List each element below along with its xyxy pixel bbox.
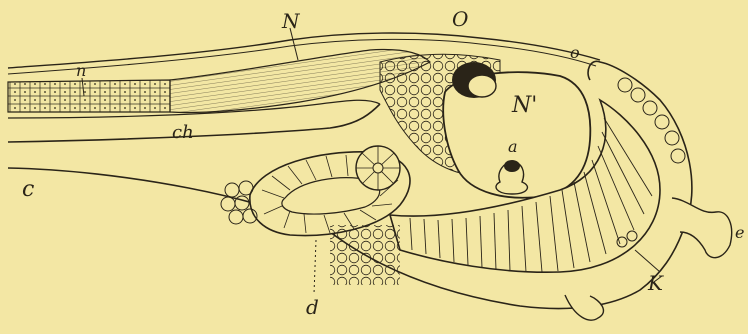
label-o: o	[570, 43, 580, 62]
neural-tube-band	[8, 80, 170, 112]
label-e: e	[735, 223, 744, 242]
label-a: a	[508, 137, 518, 156]
label-K: K	[647, 271, 664, 295]
label-O: O	[452, 7, 468, 31]
tail-lobe-outline	[672, 198, 732, 258]
label-c: c	[22, 177, 34, 202]
label-d: d	[306, 295, 319, 319]
label-n: n	[76, 61, 86, 80]
label-ch: ch	[172, 122, 194, 143]
label-N: N	[281, 9, 301, 33]
label-N-prime: N'	[511, 93, 537, 118]
cell-mass-ventral	[330, 225, 400, 285]
